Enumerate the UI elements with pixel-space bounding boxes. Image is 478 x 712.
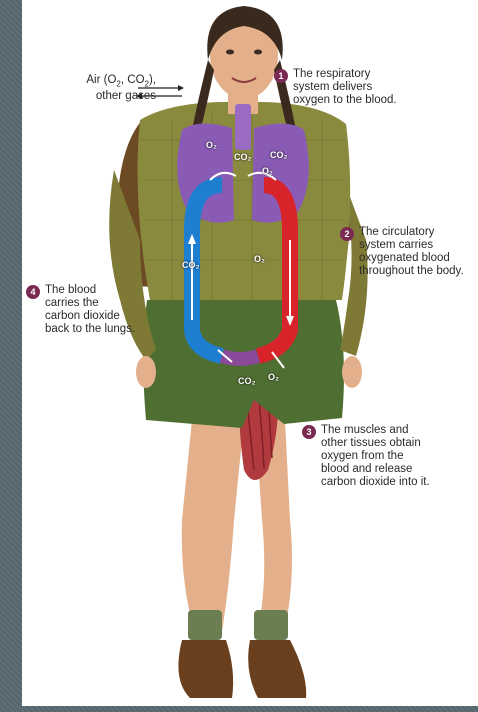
o2-label-artery: O₂ xyxy=(254,254,265,264)
human-figure-illustration xyxy=(22,0,478,706)
step-badge-2: 2 xyxy=(340,227,354,241)
o2-label-lung-left: O₂ xyxy=(206,140,217,150)
step-text-2: The circulatory system carries oxygenate… xyxy=(359,226,464,278)
co2-label-lung-left: CO₂ xyxy=(234,152,252,162)
co2-label-muscle: CO₂ xyxy=(238,376,256,386)
step-badge-3: 3 xyxy=(302,425,316,439)
figure-panel: Air (O2, CO2), other gases O₂ CO₂ CO₂ O₂… xyxy=(22,0,478,706)
step-badge-4: 4 xyxy=(26,285,40,299)
step-text-3: The muscles and other tissues obtain oxy… xyxy=(321,424,430,489)
callout-step-1: 1 The respiratory system delivers oxygen… xyxy=(274,68,397,107)
callout-step-4: 4 The blood carries the carbon dioxide b… xyxy=(26,284,135,336)
callout-step-2: 2 The circulatory system carries oxygena… xyxy=(340,226,464,278)
step-badge-1: 1 xyxy=(274,69,288,83)
callout-step-3: 3 The muscles and other tissues obtain o… xyxy=(302,424,430,489)
step-text-4: The blood carries the carbon dioxide bac… xyxy=(45,284,135,336)
step-text-1: The respiratory system delivers oxygen t… xyxy=(293,68,397,107)
co2-label-lung-right: CO₂ xyxy=(270,150,288,160)
co2-label-vein: CO₂ xyxy=(182,260,200,270)
air-gases-label: Air (O2, CO2), other gases xyxy=(52,74,156,103)
o2-label-muscle: O₂ xyxy=(268,372,279,382)
o2-label-lung-right: O₂ xyxy=(262,166,273,176)
